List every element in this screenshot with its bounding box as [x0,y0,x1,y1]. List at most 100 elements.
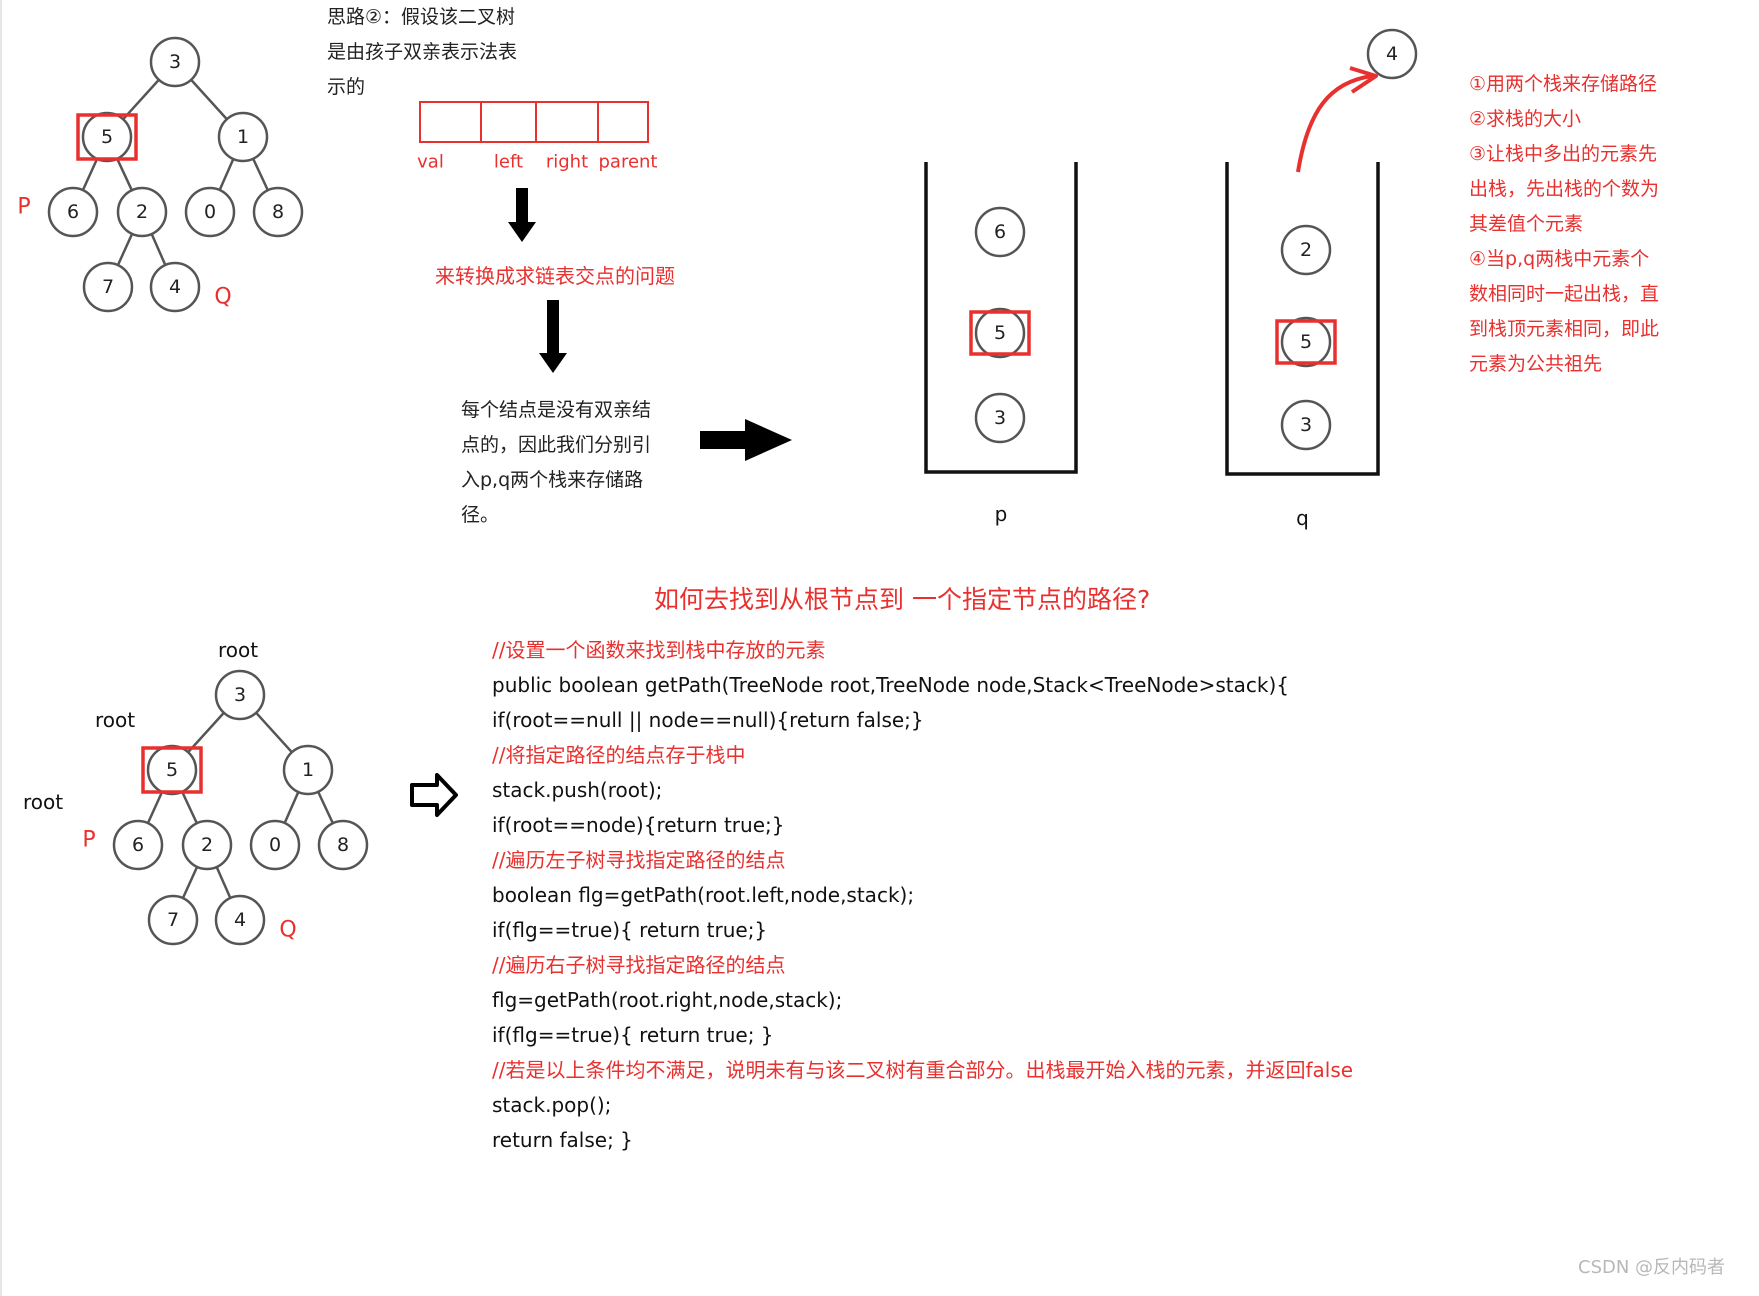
tree-node [149,261,201,313]
code-comment-line: //设置一个函数来找到栈中存放的元素 [492,638,826,662]
step-line: 出栈，先出栈的个数为 [1469,178,1660,200]
down-arrow-shaft [547,300,559,355]
node-value: 8 [272,201,284,223]
node-value: 2 [1300,239,1312,261]
tree-node [181,819,233,871]
record-field-label: val [417,152,444,173]
code-line: boolean flg=getPath(root.left,node,stack… [492,883,915,907]
down-arrow-shaft [516,188,528,224]
tree-node [249,819,301,871]
code-comment-line: //遍历右子树寻找指定路径的结点 [492,953,786,977]
tree-node [1280,316,1332,368]
code-line: if(root==node){return true;} [492,813,785,837]
stack-label: q [1296,506,1309,530]
node-value: 3 [169,51,181,73]
node-value: 6 [67,201,79,223]
step-line: 到栈顶元素相同，即此 [1469,318,1660,340]
tree-node [282,744,334,796]
tree-node [974,206,1026,258]
down-arrow-head [508,222,536,242]
node-value: 1 [237,126,249,148]
question-heading: 如何去找到从根节点到 一个指定节点的路径? [654,585,1151,614]
code-line: return false; } [492,1128,633,1152]
highlight-box [969,310,1031,356]
node-value: 5 [1300,331,1312,353]
node-value: 1 [302,759,314,781]
tree-node [146,744,198,796]
node-value: 7 [102,276,114,298]
stack-label: p [995,502,1008,526]
p-marker: P [17,195,30,220]
node-value: 5 [166,759,178,781]
tree-node [47,186,99,238]
code-block: //设置一个函数来找到栈中存放的元素 public boolean getPat… [492,633,1353,1158]
step-line: 其差值个元素 [1469,213,1584,235]
idea-line: 思路②：假设该二叉树 [327,6,516,28]
steps-list: ①用两个栈来存储路径 ②求栈的大小 ③让栈中多出的元素先出栈，先出栈的个数为其差值个… [1469,67,1659,382]
down-arrow-head [539,353,567,373]
code-comment-line: //遍历左子树寻找指定路径的结点 [492,848,786,872]
node-value: 4 [169,276,181,298]
tree-node [116,186,168,238]
record-field-label: right [546,152,588,173]
node-value: 2 [136,201,148,223]
node-value: 3 [1300,414,1312,436]
tree-node [147,894,199,946]
tree-node [974,392,1026,444]
step-line: ③让栈中多出的元素先 [1469,143,1658,165]
code-line: if(root==null || node==null){return fals… [492,708,924,732]
code-line: stack.push(root); [492,778,663,802]
tree-node [1280,224,1332,276]
explanation-line: 径。 [461,504,500,526]
tree-node [214,894,266,946]
highlight-box [1275,319,1337,365]
code-comment-line: //若是以上条件均不满足，说明未有与该二叉树有重合部分。出栈最开始入栈的元素，并… [492,1058,1354,1082]
node-value: 4 [234,909,246,931]
step-line: ②求栈的大小 [1469,108,1582,130]
code-line: flg=getPath(root.right,node,stack); [492,988,843,1012]
tree-node [112,819,164,871]
node-value: 6 [132,834,144,856]
stack-container [1225,162,1380,476]
watermark: CSDN @反内码者 [1578,1257,1726,1278]
p-marker: P [82,828,95,853]
q-marker: Q [279,918,296,943]
tree-node [184,186,236,238]
explanation-line: 每个结点是没有双亲结 [461,399,652,421]
step-line: ①用两个栈来存储路径 [1469,73,1658,95]
highlight-box [76,113,138,161]
explanation-line: 入p,q两个栈来存储路 [461,469,644,491]
highlight-box [141,746,203,794]
step-line: ④当p,q两栈中元素个 [1469,248,1650,270]
node-value: 5 [994,322,1006,344]
node-value: 5 [101,126,113,148]
explanation-text: 每个结点是没有双亲结点的，因此我们分别引入p,q两个栈来存储路径。 [461,393,651,533]
idea-line: 示的 [327,76,366,98]
tree-node [974,307,1026,359]
tree-node [217,111,269,163]
root-label: root [218,638,258,662]
tree-node [81,111,133,163]
right-arrow-shaft [700,431,750,449]
node-value: 3 [234,684,246,706]
step-line: 元素为公共祖先 [1469,353,1603,375]
code-line: if(flg==true){ return true; } [492,1023,774,1047]
right-arrow-head [745,419,792,461]
record-field-label: left [494,152,523,173]
idea-line: 是由孩子双亲表示法表 [327,41,518,63]
node-value: 3 [994,407,1006,429]
node-record [419,101,649,143]
tree-node [214,669,266,721]
root-label: root [95,708,135,732]
code-line: stack.pop(); [492,1093,612,1117]
stack-container [924,162,1078,474]
hollow-arrow [410,773,458,817]
q-marker: Q [214,285,231,310]
node-value: 0 [269,834,281,856]
record-field-label: parent [598,152,657,173]
root-label: root [23,790,63,814]
code-comment-line: //将指定路径的结点存于栈中 [492,743,746,767]
code-line: public boolean getPath(TreeNode root,Tre… [492,673,1289,697]
tree-node [149,36,201,88]
